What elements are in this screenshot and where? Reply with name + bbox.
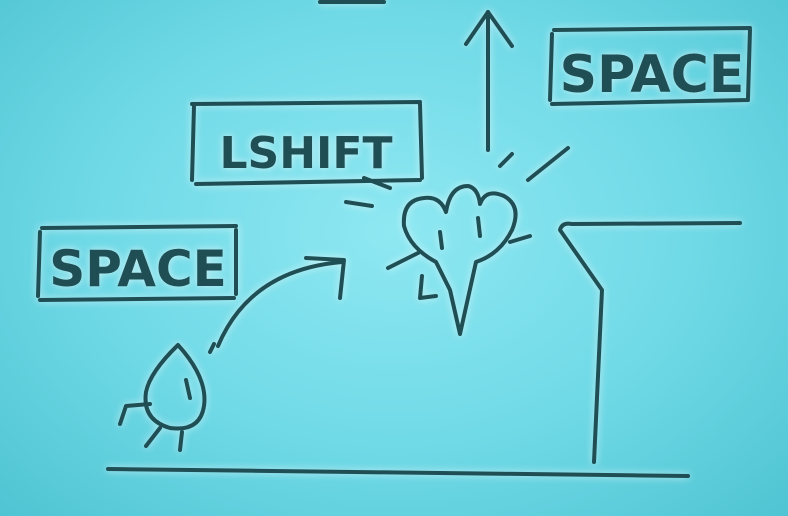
jump-arrow xyxy=(216,256,346,348)
up-arrow xyxy=(464,10,514,152)
key-lshift: LSHIFT xyxy=(190,100,424,186)
ground-line xyxy=(106,467,690,478)
key-space-right-label: SPACE xyxy=(560,45,745,105)
key-lshift-label: LSHIFT xyxy=(220,128,393,179)
key-space-right: SPACE xyxy=(548,26,752,106)
player-character xyxy=(118,342,216,452)
ledge-wall xyxy=(558,221,742,464)
key-space-left: SPACE xyxy=(36,224,238,302)
key-space-left-label: SPACE xyxy=(49,240,227,298)
